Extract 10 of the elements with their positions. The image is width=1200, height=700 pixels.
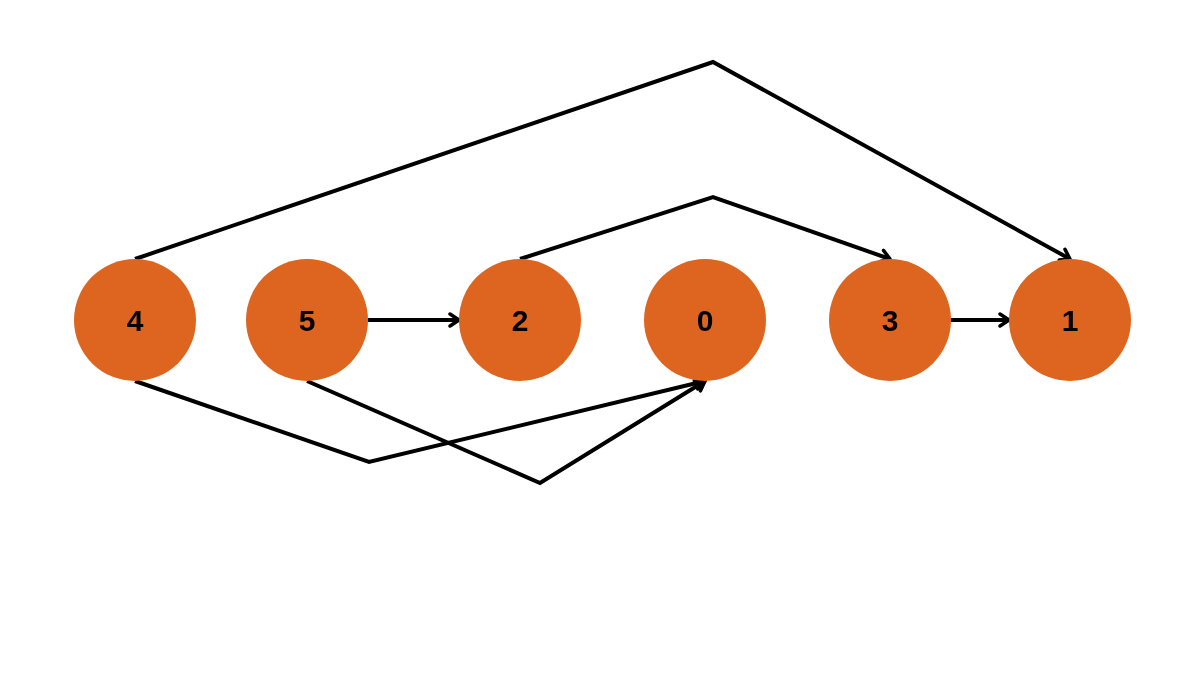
arrow: [306, 378, 707, 486]
arrow: [368, 312, 461, 328]
node-label: 0: [696, 302, 714, 339]
arrow: [951, 312, 1011, 328]
node-label: 4: [126, 302, 144, 339]
node-label: 3: [881, 302, 899, 339]
node-label: 5: [298, 302, 316, 339]
arrow: [134, 59, 1072, 262]
node-label: 1: [1061, 302, 1079, 339]
node-label: 2: [511, 302, 529, 339]
